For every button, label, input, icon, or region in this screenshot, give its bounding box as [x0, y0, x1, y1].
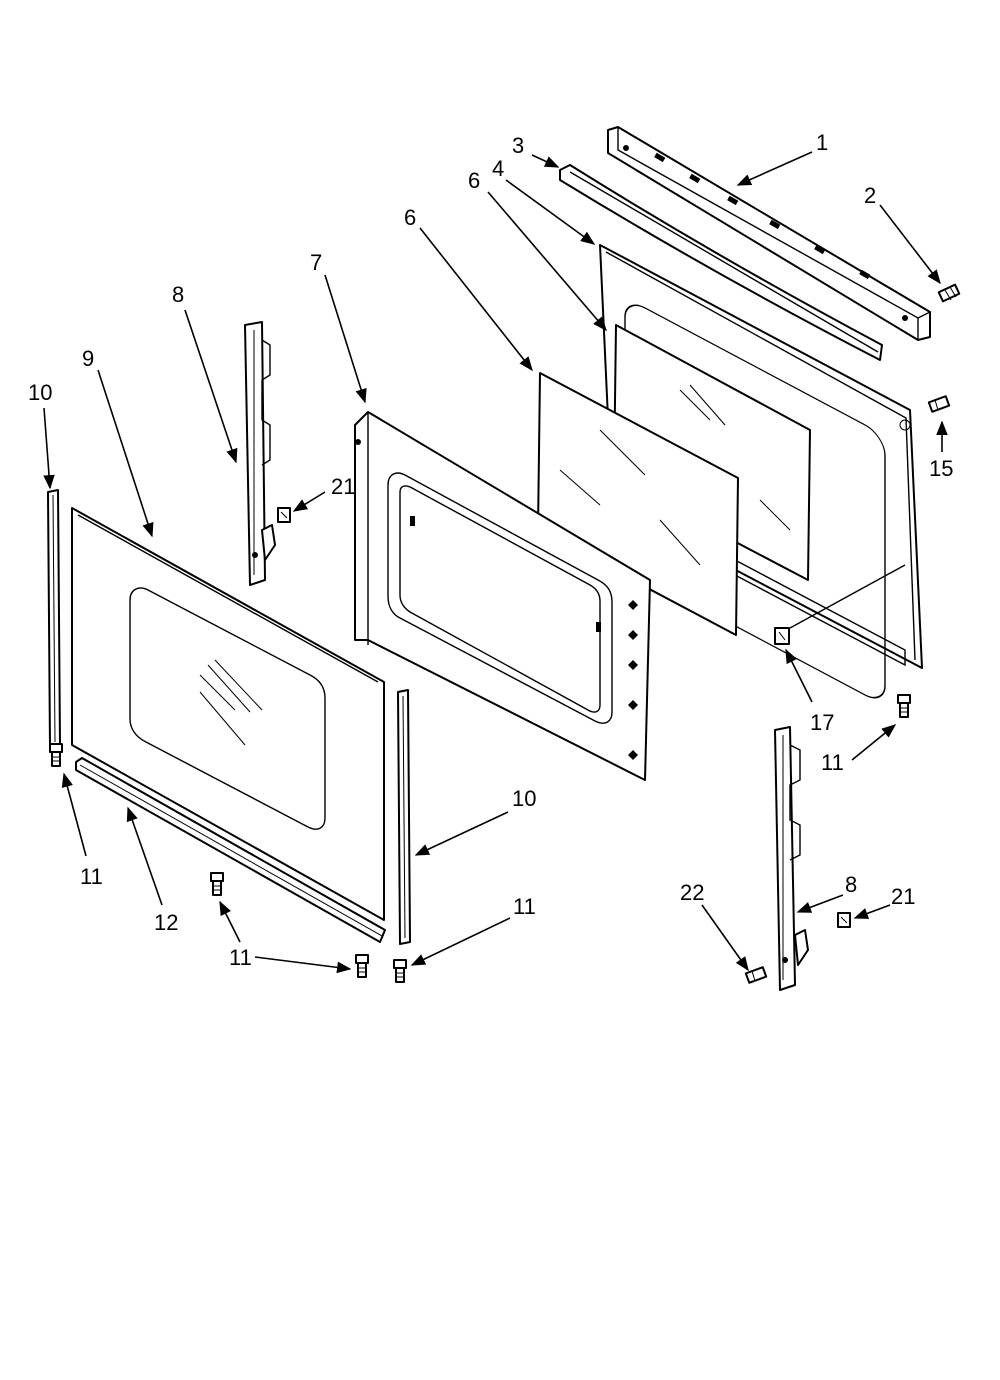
leader-1: [736, 151, 813, 186]
callout-6a: 6: [468, 168, 480, 193]
leader-2: [879, 204, 941, 285]
callout-4: 4: [492, 156, 504, 181]
callout-8a: 8: [172, 282, 184, 307]
screw-part-11c: [355, 954, 369, 978]
leader-12: [126, 806, 163, 906]
callout-21b: 21: [891, 884, 915, 909]
callout-1: 1: [816, 130, 828, 155]
leader-8b: [796, 894, 844, 913]
clip-part-17: [774, 627, 790, 645]
leader-10b: [414, 811, 509, 856]
leader-11a: [61, 772, 87, 857]
leader-8a: [184, 309, 238, 464]
leader-17-tie: [789, 564, 906, 629]
callout-11c: 11: [513, 894, 536, 919]
callout-15: 15: [929, 456, 953, 481]
leader-21b: [853, 904, 891, 919]
leader-6b: [419, 227, 533, 372]
side-trim-part-right: [397, 689, 411, 945]
callout-8b: 8: [845, 872, 857, 897]
leader-11d: [410, 917, 511, 966]
screw-part-15: [927, 395, 951, 413]
screw-part-11a: [49, 743, 63, 767]
door-frame-part: [354, 411, 651, 781]
door-hinge-part-right: [774, 726, 809, 991]
bottom-trim-part: [75, 757, 386, 943]
callout-11a: 11: [80, 864, 103, 889]
callout-6b: 6: [404, 205, 416, 230]
leader-11c: [254, 956, 352, 974]
callout-9: 9: [82, 346, 94, 371]
outer-glass-part-front: [537, 372, 739, 636]
vent-trim-part: [607, 126, 931, 341]
leader-17: [785, 648, 813, 703]
callout-22: 22: [680, 880, 704, 905]
outer-door-panel-part: [71, 507, 385, 921]
leader-10a: [43, 407, 55, 490]
leader-21a: [292, 491, 326, 512]
leader-lines: [43, 151, 948, 974]
callout-12: 12: [154, 910, 178, 935]
clip-part-21b: [837, 912, 851, 928]
callout-10a: 10: [28, 380, 52, 405]
callout-3: 3: [512, 133, 524, 158]
side-trim-part-left: [47, 489, 61, 748]
callout-2: 2: [864, 183, 876, 208]
handle-strip-part: [559, 164, 883, 361]
leader-6a: [487, 191, 607, 332]
leader-3: [531, 154, 560, 168]
screw-part-11d: [393, 959, 407, 983]
door-hinge-part-left: [244, 321, 276, 586]
leader-22: [701, 904, 749, 972]
leader-11b: [219, 900, 241, 943]
leader-11e: [851, 724, 897, 761]
leader-4: [505, 179, 596, 245]
leader-7: [324, 274, 367, 404]
callout-7: 7: [310, 250, 322, 275]
callout-labels: 1 2 3 4 6 6 7 8 8 9 10 10 11 11 11 11 12…: [28, 130, 953, 970]
callout-10b: 10: [512, 786, 536, 811]
callout-11d: 11: [821, 750, 844, 775]
callout-21a: 21: [331, 474, 355, 499]
screw-part-11b: [210, 872, 224, 896]
screw-part-11e: [897, 694, 911, 718]
leader-9: [97, 369, 154, 538]
clip-part-21a: [277, 507, 291, 523]
callout-11b: 11: [229, 945, 252, 970]
screw-part-22: [744, 966, 768, 984]
screw-part-2: [937, 283, 961, 303]
callout-17: 17: [810, 710, 834, 735]
